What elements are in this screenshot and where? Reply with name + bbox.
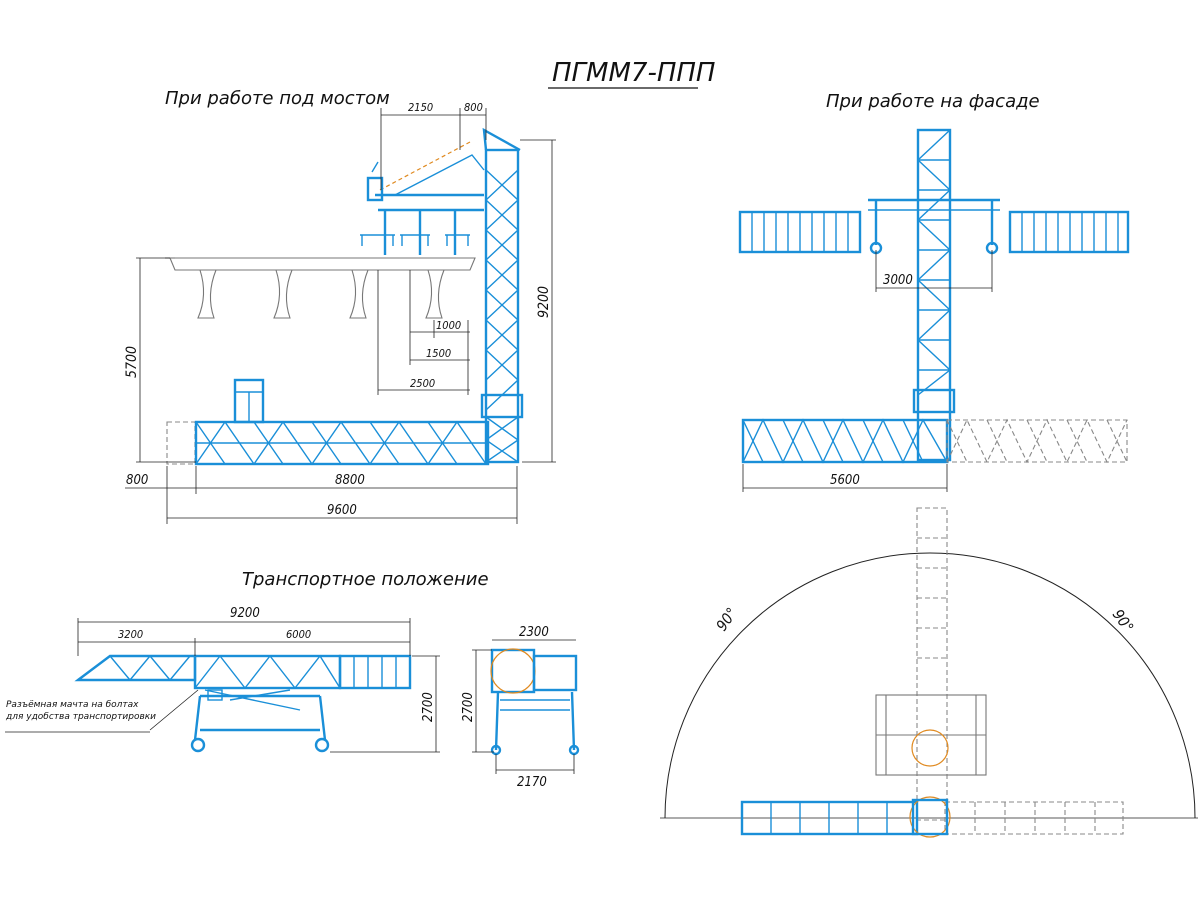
drawing-title: ПГММ7-ППП <box>552 58 715 88</box>
operator-cabin <box>233 378 265 424</box>
dim-9200: 9200 <box>536 286 552 318</box>
view-facade-title: При работе на фасаде <box>826 91 1040 112</box>
dim-t3200: 3200 <box>118 628 143 641</box>
dim-2500: 2500 <box>410 377 435 390</box>
facade-mast <box>912 128 956 462</box>
view-under-bridge: При работе под мостом <box>124 88 556 524</box>
dim-3000: 3000 <box>883 273 913 288</box>
facade-dimension-lines <box>742 250 993 492</box>
view-rotation: 90° 90° <box>660 507 1198 838</box>
rotation-arc <box>664 552 1196 819</box>
dim-t2170: 2170 <box>517 775 547 790</box>
view-transport-title: Транспортное положение <box>242 569 489 590</box>
transport-front-view <box>490 648 580 756</box>
horizontal-truss <box>194 420 490 466</box>
dim-800-top: 800 <box>464 101 483 114</box>
upper-boom <box>360 141 485 255</box>
dim-t6000: 6000 <box>286 628 311 641</box>
dim-5600: 5600 <box>830 473 860 488</box>
boom-left <box>740 800 919 836</box>
angle-90-left: 90° <box>713 604 741 634</box>
ghost-boom-right <box>944 801 1124 835</box>
view-facade: При работе на фасаде <box>738 91 1130 492</box>
dim-1000: 1000 <box>436 319 461 332</box>
bridge-deck <box>165 257 476 319</box>
dim-t2300: 2300 <box>519 625 549 640</box>
view-under-bridge-title: При работе под мостом <box>165 88 390 109</box>
note-line1: Разъёмная мачта на болтах <box>6 700 139 710</box>
dim-2150: 2150 <box>408 101 433 114</box>
facade-base-truss <box>741 418 1128 464</box>
dim-t9200: 9200 <box>230 606 260 621</box>
vertical-mast <box>480 127 524 464</box>
ghost-mast-vertical <box>916 507 948 821</box>
note-line2: для удобства транспортировки <box>5 712 156 722</box>
transport-dimension-lines <box>5 618 576 774</box>
rotation-center-frame <box>875 694 987 838</box>
dim-t2700-b: 2700 <box>461 692 476 722</box>
angle-90-right: 90° <box>1109 606 1137 636</box>
facade-crossbeam <box>738 198 1130 255</box>
ghost-extension-left <box>166 421 196 465</box>
dim-9600: 9600 <box>327 503 357 518</box>
dim-1500: 1500 <box>426 347 451 360</box>
dim-8800: 8800 <box>335 473 365 488</box>
bridge-dimension-lines <box>125 108 556 524</box>
dim-t2700-a: 2700 <box>421 692 436 722</box>
dim-5700: 5700 <box>124 346 140 378</box>
view-transport: Транспортное положение <box>5 569 580 790</box>
dim-800-left: 800 <box>126 473 148 488</box>
